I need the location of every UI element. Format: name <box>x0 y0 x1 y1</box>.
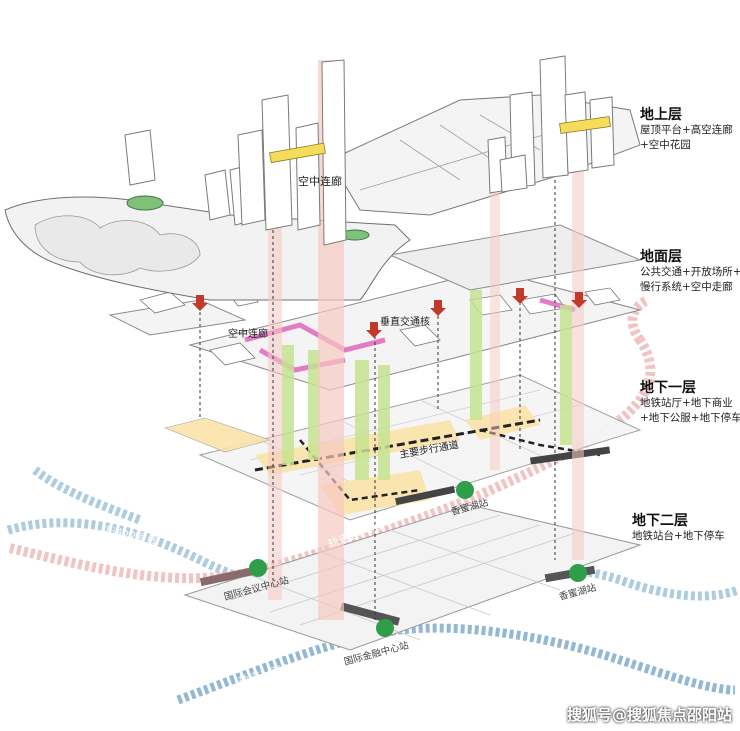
label-station-xiangmihu-b2: 香蜜湖站 <box>558 581 598 603</box>
layer-desc-b2-1: 地铁站台+地下停车 <box>632 530 725 542</box>
sky-bridge-east <box>559 116 611 134</box>
layer-desc-ground-1: 公共交通+开放场所+ <box>640 266 740 278</box>
layer-desc-ground-2: 慢行系统+空中走廊 <box>640 281 733 293</box>
layer-desc-b1-2: +地下公服+地下停车 <box>640 412 740 424</box>
b2-platform-west <box>199 565 261 587</box>
layer-desc-above-2: +空中花园 <box>640 139 691 151</box>
metro-icons <box>249 481 587 637</box>
sky-bridge-west <box>269 142 326 164</box>
layer-title-b1: 地下一层 <box>640 380 696 396</box>
layer-desc-above-1: 屋顶平台+高空连廊 <box>640 124 733 136</box>
line1-track <box>176 623 736 705</box>
b1-layer-plate <box>198 374 642 521</box>
watermark: 搜狐号@搜狐焦点邵阳站 <box>566 706 732 724</box>
label-vertical-traffic: 垂直交通核 <box>380 315 430 328</box>
layer-title-above: 地上层 <box>640 107 682 123</box>
layer-title-ground: 地面层 <box>640 249 682 265</box>
vertical-arrows <box>192 288 587 338</box>
line24-track <box>8 337 656 584</box>
towers <box>124 55 615 246</box>
layer-desc-b1-1: 地铁站厅+地下商业 <box>640 397 733 409</box>
label-sky-corridor-2: 空中连廊 <box>228 327 268 340</box>
layer-title-b2: 地下二层 <box>632 513 688 529</box>
label-line22: 轨道22号线 <box>99 522 159 548</box>
label-sky-corridor: 空中连廊 <box>298 174 342 188</box>
roof-garden-west <box>126 195 164 211</box>
